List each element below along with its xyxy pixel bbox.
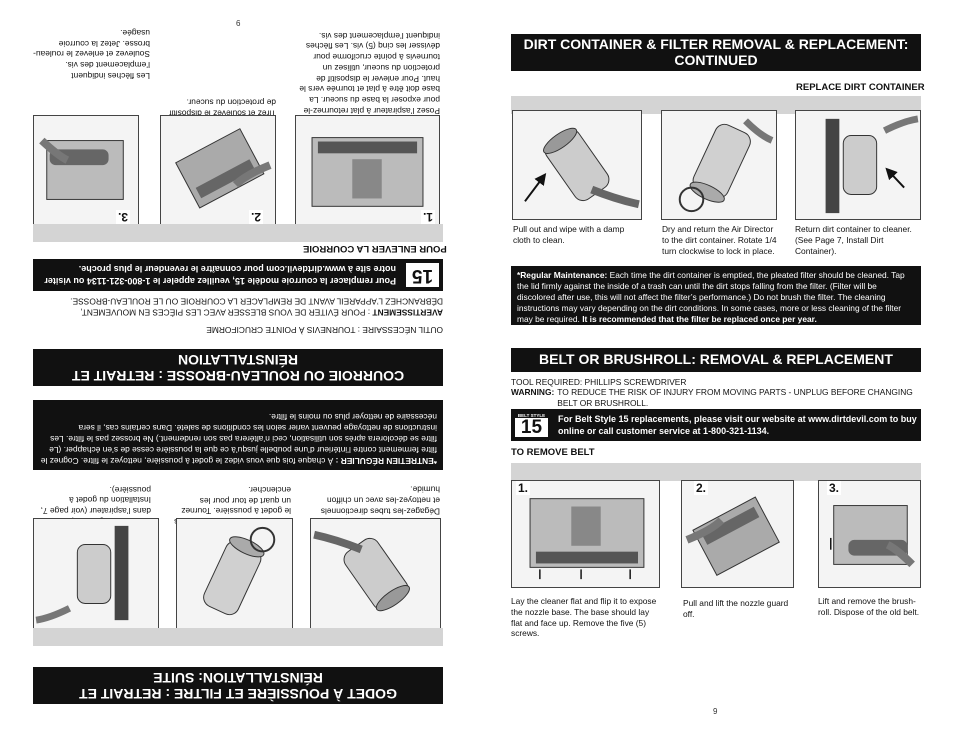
replace-heading: REPLACE DIRT CONTAINER [796, 82, 925, 93]
godet-banner: GODET À POUSSIÈRE ET FILTRE : RETRAIT ET… [33, 667, 443, 704]
courroie-step-1-text: Posez l’aspirateur à plat retournez-le p… [299, 30, 440, 116]
belt-step-3-text: Lift and remove the brush-roll. Dispose … [818, 596, 920, 617]
avertissement: AVERTISSEMENT : POUR ÉVITER DE VOUS BLES… [33, 296, 443, 318]
belt-notice-box: BELT STYLE 15 For Belt Style 15 replacem… [511, 409, 921, 441]
photo-godet-step-3 [33, 518, 159, 629]
courroie-badge: 15 [405, 262, 440, 288]
remove-belt-heading: TO REMOVE BELT [511, 447, 595, 458]
maintenance-note: *Regular Maintenance: Each time the dirt… [511, 266, 921, 325]
page-number-left: 6 [236, 19, 241, 28]
belt-step-2-text: Pull and lift the nozzle guard off. [683, 598, 789, 619]
belt-banner: BELT OR BRUSHROLL: REMOVAL & REPLACEMENT [511, 348, 921, 372]
courroie-notice: Pour remplacer la courroie modèle 15, ve… [44, 264, 396, 286]
belt-step-3-number: 3. [827, 481, 842, 495]
filter-banner: DIRT CONTAINER & FILTER REMOVAL & REPLAC… [511, 34, 921, 71]
warning-label: WARNING: [511, 387, 555, 397]
maintenance-emphasis: It is recommended that the filter be rep… [582, 313, 817, 324]
godet-step-1-text: Dégagez-les tubes directionnels et netto… [320, 484, 440, 517]
replace-step-1: Pull out and wipe with a damp cloth to c… [513, 224, 625, 245]
courroie-badge-number: 15 [411, 265, 434, 286]
courroie-step-3-number: 3. [115, 210, 130, 224]
courroie-step-2-number: 2. [248, 210, 263, 224]
maintenance-text: Each time the dirt container is emptied,… [517, 270, 905, 324]
avertissement-label: AVERTISSEMENT [372, 307, 443, 318]
warning: WARNING: TO REDUCE THE RISK OF INJURY FR… [511, 387, 921, 409]
photo-godet-step-2 [176, 518, 293, 629]
courroie-notice-box: 15 Pour remplacer la courroie modèle 15,… [33, 259, 443, 291]
warning-text: TO REDUCE THE RISK OF INJURY FROM MOVING… [557, 387, 913, 408]
courroie-banner: COURROIE OU ROULEAU-BROSSE : RETRAIT ET … [33, 349, 443, 386]
belt-style-label: BELT STYLE [515, 413, 548, 418]
entretien-label: *ENTRETIEN RÉGULIER : [335, 456, 437, 466]
belt-style-number: 15 [520, 417, 543, 438]
belt-step-1-number: 1. [516, 481, 531, 495]
photo-return-air-director [661, 110, 777, 220]
belt-step-2-number: 2. [694, 481, 709, 495]
courroie-step-1-number: 1. [420, 210, 435, 224]
belt-style-badge: BELT STYLE 15 [514, 412, 549, 438]
photo-belt-step-3: 3. [818, 480, 921, 588]
belt-step-1-text: Lay the cleaner flat and flip it to expo… [511, 596, 657, 639]
photo-belt-step-2: 2. [681, 480, 794, 588]
photo-belt-step-1: 1. [511, 480, 660, 588]
tool-required: TOOL REQUIRED: PHILLIPS SCREWDRIVER [511, 377, 687, 387]
photo-godet-step-1 [310, 518, 441, 629]
enlever-heading: POUR ENLEVER LA COURROIE [303, 243, 447, 254]
photo-pull-out-container [512, 110, 642, 220]
photo-courroie-step-1: 1. [295, 115, 440, 225]
maintenance-label: *Regular Maintenance: [517, 270, 608, 280]
photo-courroie-step-3: 3. [33, 115, 139, 225]
belt-notice: For Belt Style 15 replacements, please v… [558, 414, 917, 436]
replace-step-3: Return dirt container to cleaner. (See P… [795, 224, 912, 256]
replace-step-2: Dry and return the Air Director to the d… [662, 224, 777, 256]
photo-return-container [795, 110, 921, 220]
courroie-step-3-text: Les flèches indiquent l’emplacement des … [33, 27, 150, 81]
entretien-note: *ENTRETIEN RÉGULIER : À chaque fois que … [33, 400, 443, 470]
photo-courroie-step-2: 2. [160, 115, 276, 225]
page-number-right: 9 [713, 707, 718, 716]
outil: OUTIL NÉCESSAIRE : TOURNEVIS À POINTE CR… [206, 324, 443, 335]
